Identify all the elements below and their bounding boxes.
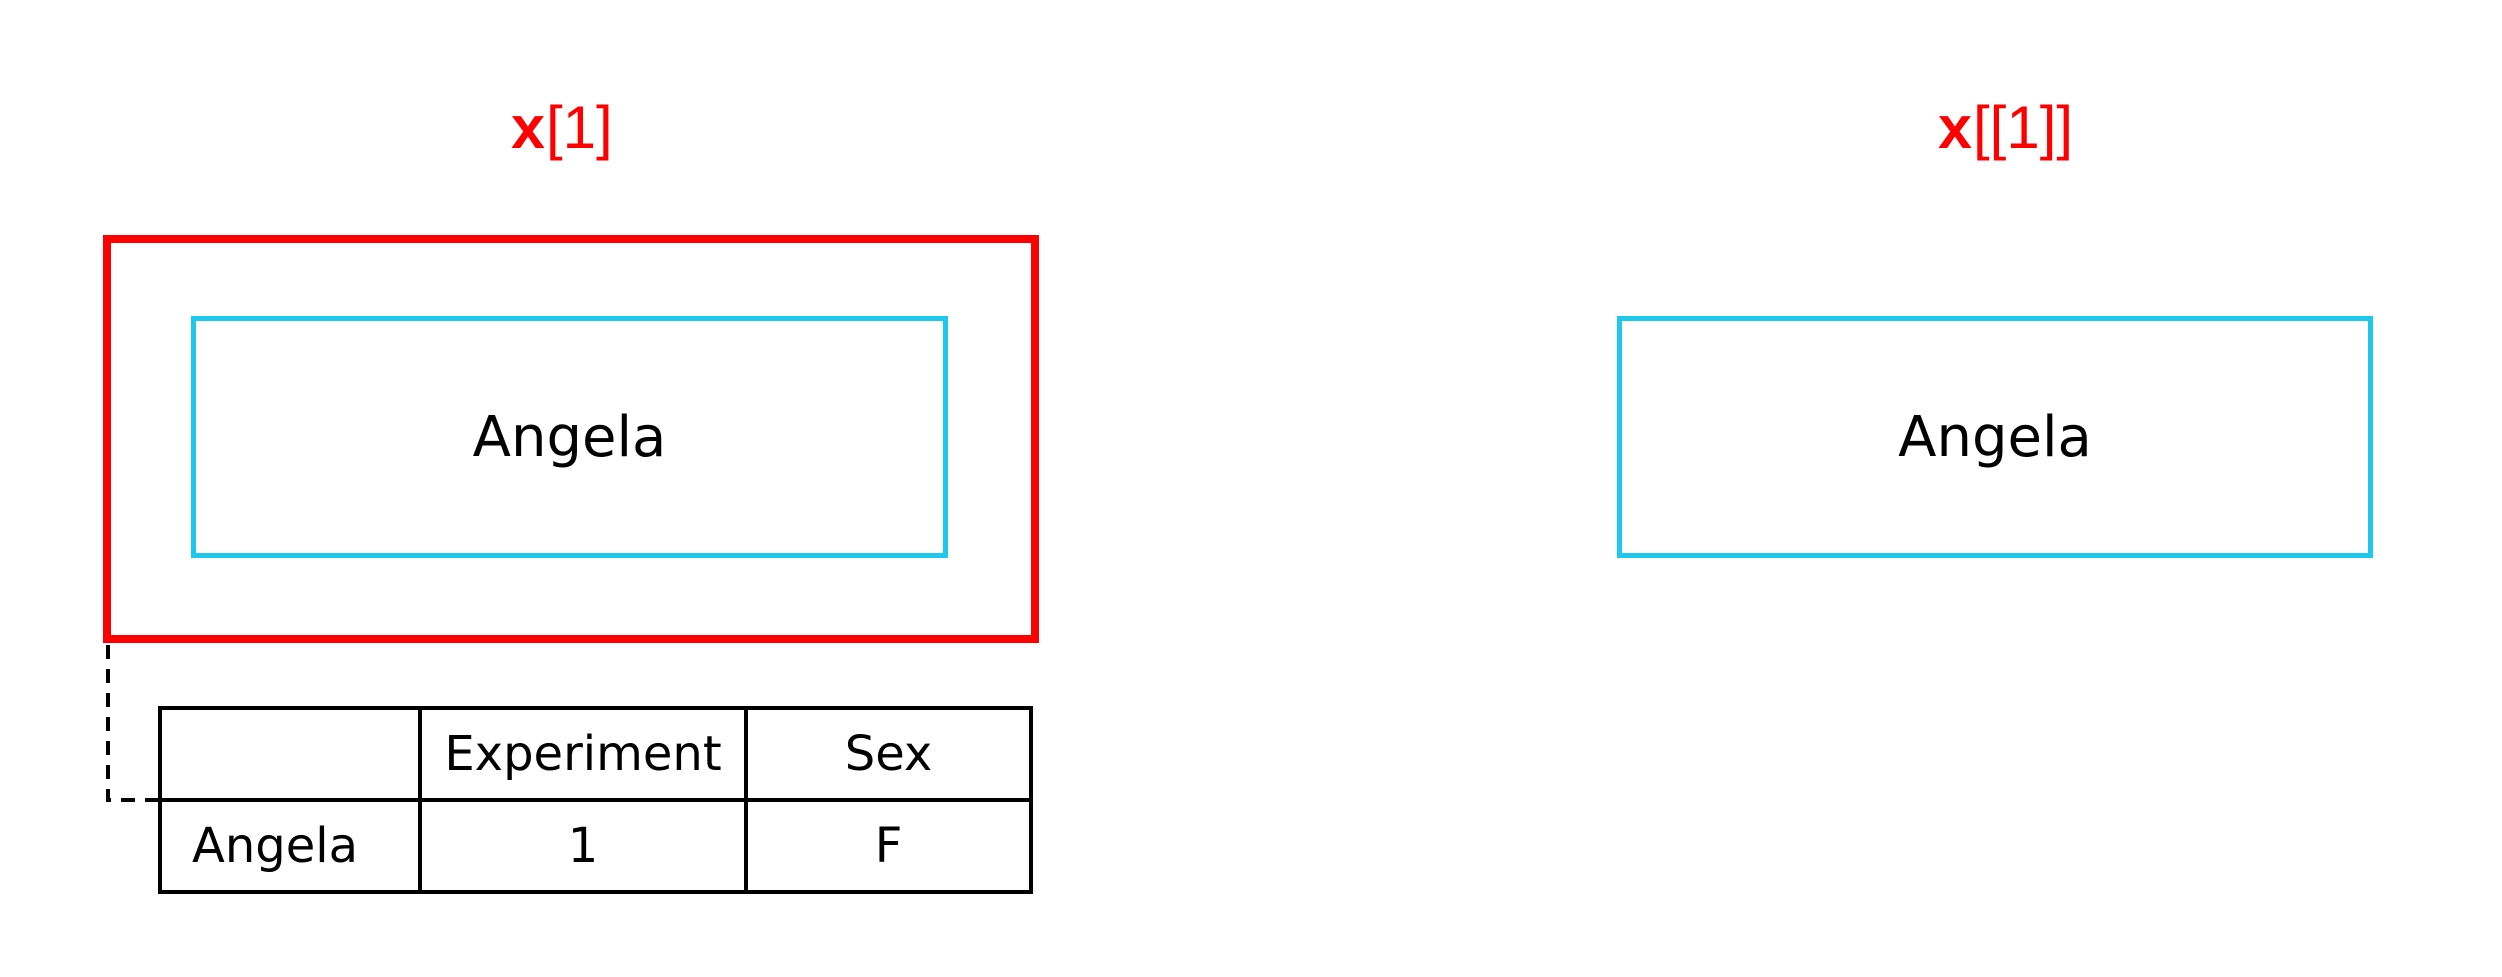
table-header-row: Experiment Sex [158, 706, 1033, 802]
right-heading: x[[1]] [1937, 88, 2073, 168]
left-heading-var: x [510, 99, 547, 167]
attributes-connector [106, 645, 160, 802]
table-cell-sex: F [744, 798, 1033, 894]
right-element-box: Angela [1617, 316, 2373, 558]
left-element-box: Angela [191, 316, 948, 558]
single-bracket-container-outline [103, 235, 1039, 643]
table-cell-experiment: 1 [418, 798, 748, 894]
left-element-label: Angela [472, 404, 667, 470]
table-header-cell-sex: Sex [744, 706, 1033, 802]
table-row-name: Angela [158, 798, 422, 894]
left-heading: x[1] [510, 88, 613, 168]
right-element-label: Angela [1898, 404, 2092, 470]
table-header-cell-empty [158, 706, 422, 802]
right-heading-index: [[1]] [1973, 94, 2074, 161]
table-header-cell-experiment: Experiment [418, 706, 748, 802]
right-heading-var: x [1937, 99, 1974, 167]
attributes-table: Experiment Sex Angela 1 F [158, 706, 1033, 894]
left-heading-index: [1] [546, 94, 613, 161]
table-row: Angela 1 F [158, 798, 1033, 894]
